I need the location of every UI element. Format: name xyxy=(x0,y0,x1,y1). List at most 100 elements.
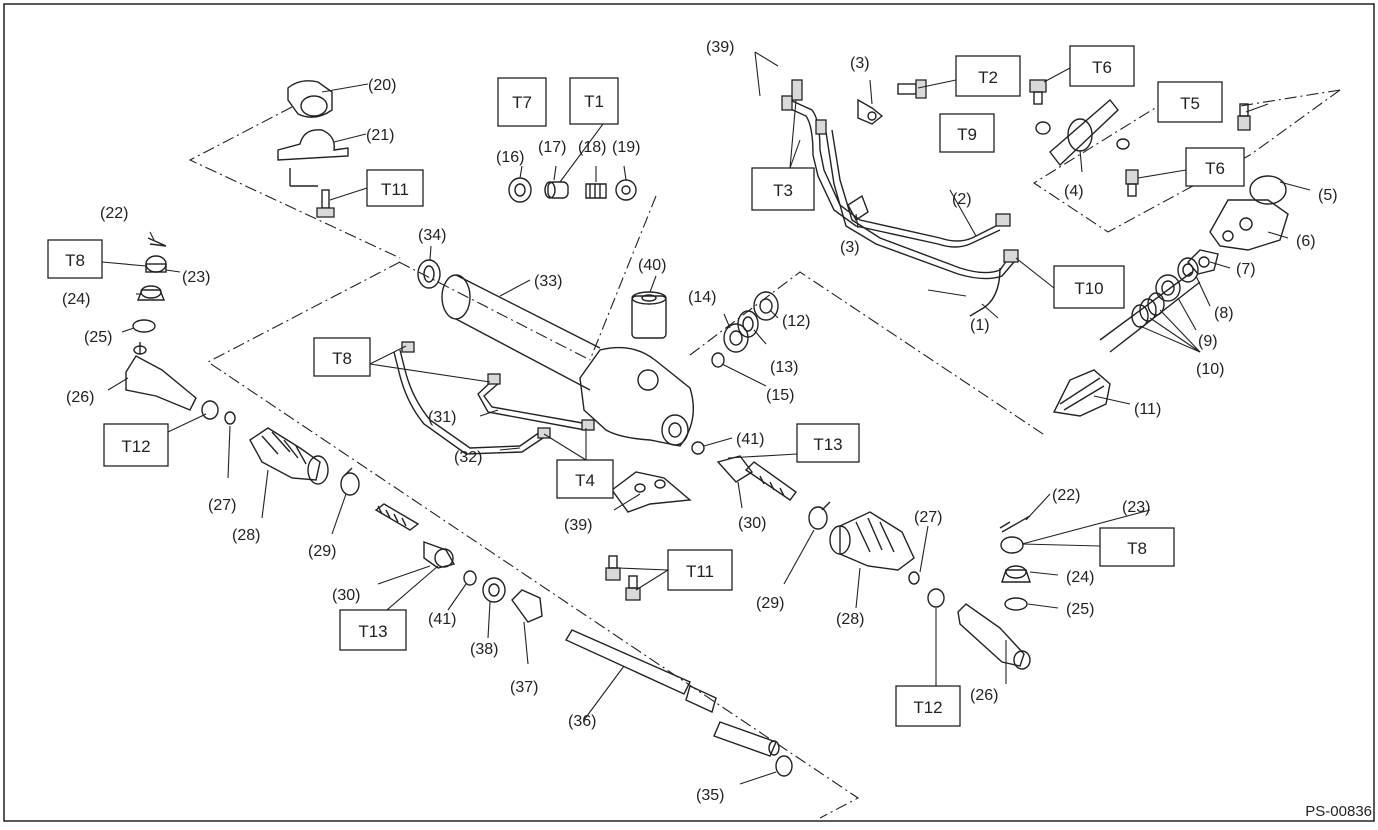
torque-box-t11-bottom: T11 xyxy=(667,549,733,591)
torque-box-t11-top: T11 xyxy=(366,169,424,207)
svg-text:(25): (25) xyxy=(84,329,112,346)
svg-text:T13: T13 xyxy=(813,435,842,454)
torque-box-t8-left: T8 xyxy=(47,239,103,279)
svg-text:(30): (30) xyxy=(332,587,360,604)
svg-text:(19): (19) xyxy=(612,139,640,156)
svg-text:(31): (31) xyxy=(428,409,456,426)
svg-text:(10): (10) xyxy=(1196,361,1224,378)
svg-text:(25): (25) xyxy=(1066,601,1094,618)
svg-text:T12: T12 xyxy=(121,437,150,456)
svg-text:(15): (15) xyxy=(766,387,794,404)
svg-text:T5: T5 xyxy=(1180,94,1200,113)
svg-text:T6: T6 xyxy=(1205,159,1225,178)
svg-text:(5): (5) xyxy=(1318,187,1338,204)
svg-text:(27): (27) xyxy=(208,497,236,514)
svg-text:(33): (33) xyxy=(534,273,562,290)
svg-text:(22): (22) xyxy=(100,205,128,222)
svg-text:(35): (35) xyxy=(696,787,724,804)
svg-text:(13): (13) xyxy=(770,359,798,376)
parts-31-32-pipes xyxy=(393,341,595,455)
part-29-right-band xyxy=(808,501,831,530)
part-21-clamp xyxy=(277,129,349,187)
svg-text:(39): (39) xyxy=(706,39,734,56)
svg-text:(1): (1) xyxy=(970,317,990,334)
part-hoses-1-2 xyxy=(781,79,1019,317)
bolt-t11-top xyxy=(316,189,335,218)
svg-text:(26): (26) xyxy=(970,687,998,704)
parts-27-right xyxy=(908,571,945,608)
figure-id: PS-00836 xyxy=(1305,803,1372,820)
part-40-bushing xyxy=(631,291,667,339)
part-30-right-inner-rod xyxy=(691,441,797,501)
svg-text:(4): (4) xyxy=(1064,183,1084,200)
part-36-rack xyxy=(564,629,780,757)
svg-text:(30): (30) xyxy=(738,515,766,532)
torque-box-t6-mid: T6 xyxy=(1185,147,1245,187)
part-35-ring xyxy=(775,755,793,777)
svg-text:T9: T9 xyxy=(957,125,977,144)
svg-text:(26): (26) xyxy=(66,389,94,406)
torque-box-t12-right: T12 xyxy=(895,685,961,727)
torque-box-t9: T9 xyxy=(939,113,995,153)
svg-text:(8): (8) xyxy=(1214,305,1234,322)
part-34-seal xyxy=(417,259,441,289)
svg-text:(39): (39) xyxy=(564,517,592,534)
part-28-right-boot xyxy=(829,511,915,571)
torque-box-t3: T3 xyxy=(751,167,815,211)
part-33-rack-housing xyxy=(441,274,694,447)
svg-text:(12): (12) xyxy=(782,313,810,330)
svg-text:T8: T8 xyxy=(1127,539,1147,558)
parts-12-15-seals xyxy=(711,291,779,368)
torque-box-t4: T4 xyxy=(556,459,614,499)
svg-text:(27): (27) xyxy=(914,509,942,526)
svg-text:(22): (22) xyxy=(1052,487,1080,504)
svg-text:(6): (6) xyxy=(1296,233,1316,250)
right-tie-rod-end xyxy=(957,515,1031,670)
part-29-left-band xyxy=(340,467,360,496)
svg-text:(28): (28) xyxy=(836,611,864,628)
torque-box-t6-top: T6 xyxy=(1069,45,1135,87)
torque-box-t2: T2 xyxy=(955,55,1021,97)
svg-text:(29): (29) xyxy=(308,543,336,560)
leader-lines xyxy=(101,51,1311,785)
svg-text:T8: T8 xyxy=(332,349,352,368)
svg-text:T1: T1 xyxy=(584,92,604,111)
left-tie-rod-end xyxy=(125,237,236,425)
svg-text:(38): (38) xyxy=(470,641,498,658)
svg-text:(3): (3) xyxy=(840,239,860,256)
bolts-t5-t6 xyxy=(1125,103,1251,197)
svg-text:(9): (9) xyxy=(1198,333,1218,350)
torque-box-t12-left: T12 xyxy=(103,423,169,467)
svg-text:(32): (32) xyxy=(454,449,482,466)
svg-text:T12: T12 xyxy=(913,698,942,717)
svg-text:(29): (29) xyxy=(756,595,784,612)
svg-text:(21): (21) xyxy=(366,127,394,144)
parts-16-19 xyxy=(508,177,637,203)
parts-5-6-cover xyxy=(1209,175,1289,251)
svg-text:(23): (23) xyxy=(1122,499,1150,516)
svg-text:T3: T3 xyxy=(773,181,793,200)
torque-box-t8-housing: T8 xyxy=(313,337,371,377)
part-11-pinion xyxy=(1052,271,1201,417)
torque-box-t13-right: T13 xyxy=(796,423,860,463)
svg-text:T4: T4 xyxy=(575,471,595,490)
svg-text:(41): (41) xyxy=(736,431,764,448)
svg-text:(3): (3) xyxy=(850,55,870,72)
part-30-left-inner-rod xyxy=(374,503,456,569)
assembly-boundaries xyxy=(188,89,1341,819)
svg-text:(28): (28) xyxy=(232,527,260,544)
svg-text:(37): (37) xyxy=(510,679,538,696)
torque-box-t7: T7 xyxy=(497,77,547,127)
svg-text:(20): (20) xyxy=(368,77,396,94)
torque-box-t13-left: T13 xyxy=(339,609,407,651)
svg-text:T7: T7 xyxy=(512,93,532,112)
svg-text:T11: T11 xyxy=(381,180,409,199)
part-4-valve xyxy=(1029,79,1130,167)
torque-box-t10: T10 xyxy=(1053,265,1125,309)
svg-text:(18): (18) xyxy=(578,139,606,156)
svg-text:(24): (24) xyxy=(1066,569,1094,586)
part-28-left-boot xyxy=(249,427,329,485)
svg-text:(2): (2) xyxy=(952,191,972,208)
